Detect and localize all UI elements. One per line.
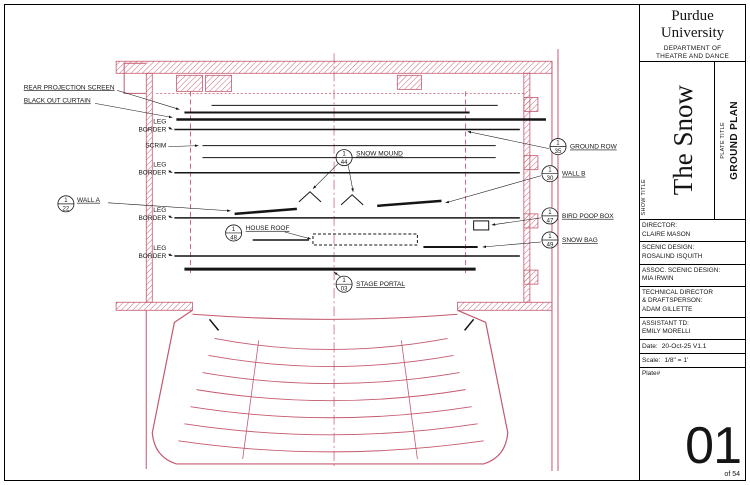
callout-bird-poop-box: 1 47 BIRD POOP BOX [491, 207, 614, 226]
svg-text:35: 35 [555, 149, 562, 155]
title-block: Purdue University DEPARTMENT OF THEATRE … [639, 5, 745, 480]
scale-row: Scale: 1/8" = 1' [640, 353, 745, 367]
callout-wall-b: 1 30 WALL B [445, 165, 585, 204]
svg-text:BORDER: BORDER [138, 215, 166, 222]
svg-text:SNOW MOUND: SNOW MOUND [356, 151, 403, 158]
callout-snow-mound: 1 44 SNOW MOUND [312, 149, 403, 192]
stage-left-alcove [123, 62, 147, 94]
leg-border-label: LEG [153, 118, 166, 125]
title-block-header: Purdue University DEPARTMENT OF THEATRE … [640, 5, 745, 61]
svg-text:30: 30 [547, 176, 554, 182]
plate-count: of 54 [724, 471, 740, 478]
wall-a-line [234, 207, 297, 216]
svg-text:1: 1 [342, 152, 346, 158]
organization-name: Purdue University [660, 8, 725, 42]
credit-assistant-td: ASSISTANT TD: EMILY MORELLI [640, 316, 745, 339]
svg-text:47: 47 [547, 218, 554, 224]
callout-snow-bag: 1 49 SNOW BAG [482, 231, 598, 249]
leg-border-label: LEG [153, 162, 166, 169]
plate-title: GROUND PLAN [729, 101, 740, 180]
date-label: Date: [642, 343, 658, 351]
rear-projection-screen-label: REAR PROJECTION SCREEN [24, 84, 115, 91]
ground-plan-svg: REAR PROJECTION SCREEN BLACK OUT CURTAIN… [24, 49, 618, 471]
svg-text:1: 1 [342, 278, 346, 284]
callout-ground-row: 1 35 GROUND ROW [467, 130, 618, 155]
wall-b-line [377, 199, 442, 208]
black-out-curtain-label: BLACK OUT CURTAIN [24, 97, 91, 104]
svg-text:49: 49 [547, 243, 554, 249]
svg-text:BORDER: BORDER [138, 127, 166, 134]
svg-text:WALL A: WALL A [77, 197, 101, 204]
date-row: Date: 20-Oct-25 V1.1 [640, 339, 745, 353]
plate-number-label: Plate# [642, 370, 661, 378]
svg-text:03: 03 [341, 287, 348, 293]
svg-text:1: 1 [64, 198, 68, 204]
plate-number-cell: Plate# 01 of 54 [640, 367, 745, 480]
masking-dashed-lines [156, 91, 524, 275]
svg-text:WALL B: WALL B [562, 171, 585, 178]
scenery-lines [174, 104, 546, 271]
aisle-lines [242, 340, 418, 459]
scale-value: 1/8" = 1' [664, 357, 689, 365]
title-block-titles: SHOW TITLE The Snow PLATE TITLE GROUND P… [640, 61, 745, 219]
credit-director: DIRECTOR: CLAIRE MASON [640, 219, 745, 241]
bird-poop-box [473, 220, 490, 231]
house-roof-outline [312, 233, 418, 246]
callouts: 1 22 WALL A 1 44 SNOW MOUND [57, 130, 618, 293]
department-name: DEPARTMENT OF THEATRE AND DANCE [656, 44, 729, 60]
plate-title-label: PLATE TITLE [720, 122, 726, 159]
svg-text:1: 1 [548, 168, 552, 174]
plate-number: 01 [685, 417, 742, 475]
svg-text:BORDER: BORDER [138, 170, 166, 177]
scale-label: Scale: [642, 357, 661, 365]
svg-text:1: 1 [556, 141, 560, 147]
snow-mounds [298, 191, 364, 206]
credit-technical-director: TECHNICAL DIRECTOR & DRAFTSPERSON: ADAM … [640, 285, 745, 317]
svg-text:HOUSE ROOF: HOUSE ROOF [246, 225, 290, 232]
svg-text:GROUND ROW: GROUND ROW [570, 144, 618, 151]
plate-title-column: PLATE TITLE GROUND PLAN [714, 62, 745, 219]
callout-house-roof: 1 48 HOUSE ROOF [225, 224, 312, 241]
credit-assoc-scenic-design: ASSOC. SCENIC DESIGN: MIA IRWIN [640, 263, 745, 286]
show-title: The Snow [667, 85, 698, 196]
house-markers [208, 318, 475, 331]
scrim-label: SCRIM [145, 143, 166, 150]
svg-text:22: 22 [63, 206, 70, 212]
show-title-label: SHOW TITLE [641, 179, 647, 216]
leg-border-label: LEG [153, 207, 166, 214]
credit-scenic-design: SCENIC DESIGN: ROSALIND ISQUITH [640, 241, 745, 263]
ground-plan-drawing: REAR PROJECTION SCREEN BLACK OUT CURTAIN… [5, 5, 639, 480]
svg-text:1: 1 [232, 227, 236, 233]
margin-labels: REAR PROJECTION SCREEN BLACK OUT CURTAIN… [24, 84, 199, 260]
svg-text:SNOW BAG: SNOW BAG [562, 237, 598, 244]
callout-wall-a: 1 22 WALL A [57, 195, 231, 212]
date-value: 20-Oct-25 V1.1 [661, 343, 707, 351]
svg-text:44: 44 [341, 160, 348, 166]
stage-architecture [115, 49, 559, 471]
sheet-border: REAR PROJECTION SCREEN BLACK OUT CURTAIN… [4, 4, 746, 481]
svg-text:BIRD POOP BOX: BIRD POOP BOX [562, 213, 614, 220]
audience-seating [151, 309, 509, 465]
callout-stage-portal: 1 03 STAGE PORTAL [333, 271, 405, 293]
leg-border-label: LEG [153, 245, 166, 252]
svg-text:BORDER: BORDER [138, 253, 166, 260]
svg-text:1: 1 [548, 234, 552, 240]
svg-text:48: 48 [230, 235, 237, 241]
svg-text:1: 1 [548, 210, 552, 216]
svg-text:STAGE PORTAL: STAGE PORTAL [356, 281, 405, 288]
